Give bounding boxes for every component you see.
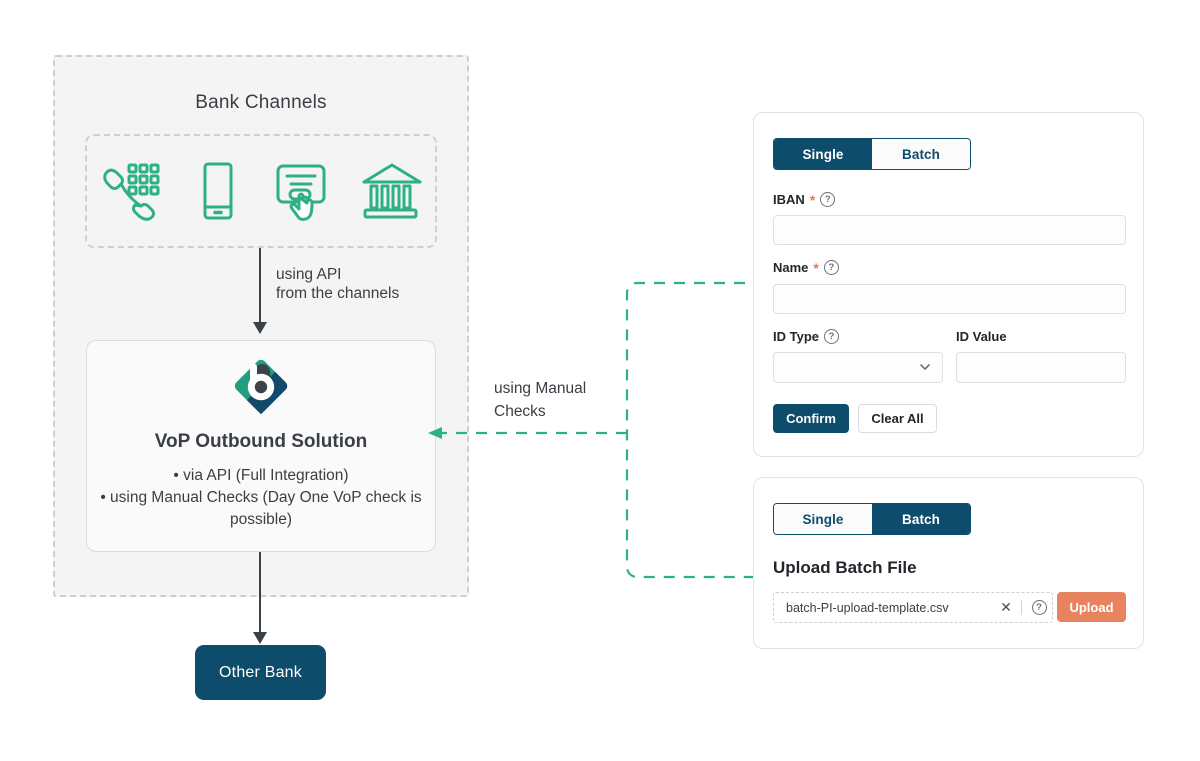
online-banking-click-icon bbox=[273, 160, 337, 222]
api-connector-line bbox=[259, 248, 261, 326]
manual-checks-label: using Manual Checks bbox=[494, 380, 587, 420]
batch-panel-tabs: Single Batch bbox=[773, 503, 971, 535]
upload-batch-file-title: Upload Batch File bbox=[773, 558, 917, 577]
id-type-label: ID Type ? bbox=[773, 329, 839, 344]
iban-help-icon[interactable]: ? bbox=[820, 192, 836, 207]
telephone-keypad-icon bbox=[99, 160, 163, 222]
channel-icons-strip bbox=[85, 134, 437, 248]
chevron-down-icon bbox=[920, 364, 930, 370]
api-connector-label: using API from the channels bbox=[276, 266, 400, 302]
confirm-button[interactable]: Confirm bbox=[773, 404, 849, 433]
clear-file-icon[interactable]: ✕ bbox=[1000, 599, 1012, 615]
clear-all-button[interactable]: Clear All bbox=[858, 404, 937, 433]
other-bank-connector-line bbox=[259, 552, 261, 636]
name-label: Name * ? bbox=[773, 260, 839, 275]
vop-bullet-item: • using Manual Checks (Day One VoP check… bbox=[100, 489, 422, 528]
tab-batch[interactable]: Batch bbox=[872, 139, 970, 169]
name-label-text: Name bbox=[773, 260, 809, 275]
iban-label: IBAN * ? bbox=[773, 191, 836, 208]
mobile-phone-icon bbox=[186, 160, 250, 222]
vop-box-bullets: • via API (Full Integration) • using Man… bbox=[95, 465, 427, 531]
bank-channels-title: Bank Channels bbox=[195, 92, 327, 113]
other-bank-node: Other Bank bbox=[195, 645, 326, 700]
vop-brand-logo bbox=[232, 357, 290, 415]
api-connector-arrowhead bbox=[253, 322, 267, 334]
other-bank-connector-arrowhead bbox=[253, 632, 267, 644]
bank-building-icon bbox=[360, 160, 424, 222]
batch-upload-panel: Single Batch Upload Batch File batch-PI-… bbox=[753, 477, 1144, 649]
id-value-label: ID Value bbox=[956, 329, 1007, 344]
divider bbox=[1021, 600, 1022, 615]
id-type-help-icon[interactable]: ? bbox=[824, 329, 839, 344]
name-help-icon[interactable]: ? bbox=[823, 260, 839, 275]
iban-input[interactable] bbox=[773, 215, 1126, 245]
iban-label-text: IBAN bbox=[773, 192, 805, 207]
tab-single[interactable]: Single bbox=[774, 139, 872, 169]
upload-button[interactable]: Upload bbox=[1057, 592, 1126, 622]
batch-file-help-icon-wrap: ? bbox=[1026, 600, 1052, 615]
id-value-input[interactable] bbox=[956, 352, 1126, 383]
id-value-label-text: ID Value bbox=[956, 329, 1007, 344]
tab-batch[interactable]: Batch bbox=[872, 504, 970, 534]
single-panel-tabs: Single Batch bbox=[773, 138, 971, 170]
batch-file-help-icon[interactable]: ? bbox=[1031, 600, 1047, 615]
name-required-asterisk: * bbox=[813, 259, 819, 276]
tab-single[interactable]: Single bbox=[774, 504, 872, 534]
vop-bullet-item: • via API (Full Integration) bbox=[173, 467, 349, 484]
single-check-panel: Single Batch IBAN * ? Name * ? ID Type ? bbox=[753, 112, 1144, 457]
manual-checks-connector bbox=[428, 281, 765, 579]
vop-box-title: VoP Outbound Solution bbox=[154, 431, 368, 452]
id-type-select[interactable] bbox=[773, 352, 943, 383]
id-type-label-text: ID Type bbox=[773, 329, 819, 344]
name-input[interactable] bbox=[773, 284, 1126, 314]
iban-required-asterisk: * bbox=[809, 191, 816, 208]
vop-outbound-solution-box: VoP Outbound Solution • via API (Full In… bbox=[86, 340, 436, 552]
batch-file-dropzone[interactable]: batch-PI-upload-template.csv ✕ ? bbox=[773, 592, 1053, 623]
batch-file-name: batch-PI-upload-template.csv bbox=[786, 600, 949, 615]
